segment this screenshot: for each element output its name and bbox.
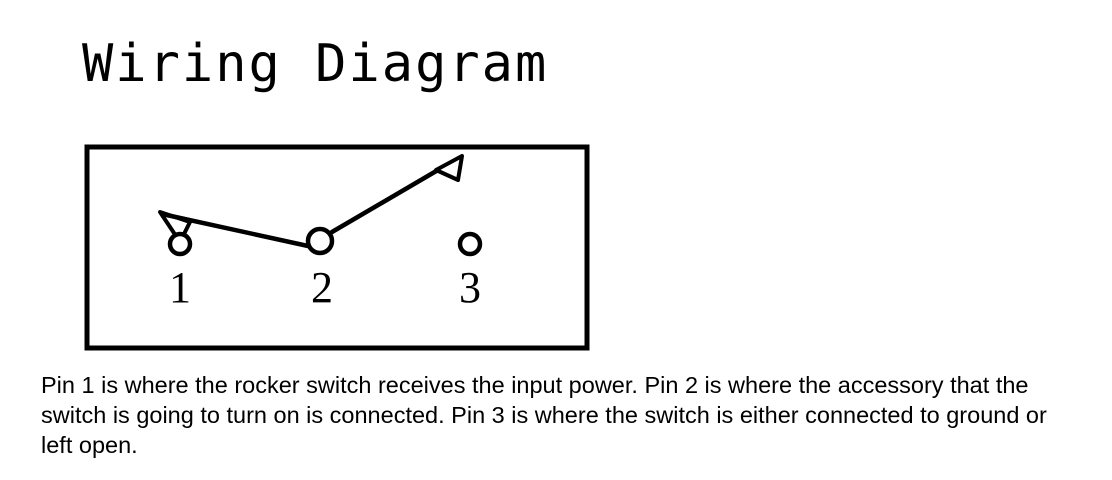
diagram-title: Wiring Diagram (82, 34, 549, 94)
pin-2-label: 2 (311, 263, 333, 312)
pin-1-label: 1 (169, 263, 191, 312)
pin-3-terminal (457, 231, 483, 257)
lever-arm-left (159, 211, 311, 249)
lever-tip-triangle (434, 154, 464, 182)
rocker-switch-diagram: 1 2 3 (84, 144, 590, 351)
pin-3-label: 3 (459, 263, 481, 312)
switch-housing (84, 144, 590, 351)
pin-1-terminal (167, 231, 193, 257)
lever-arm-right (329, 167, 441, 235)
pin-2-terminal (305, 226, 335, 256)
pin-description: Pin 1 is where the rocker switch receive… (41, 372, 1047, 458)
